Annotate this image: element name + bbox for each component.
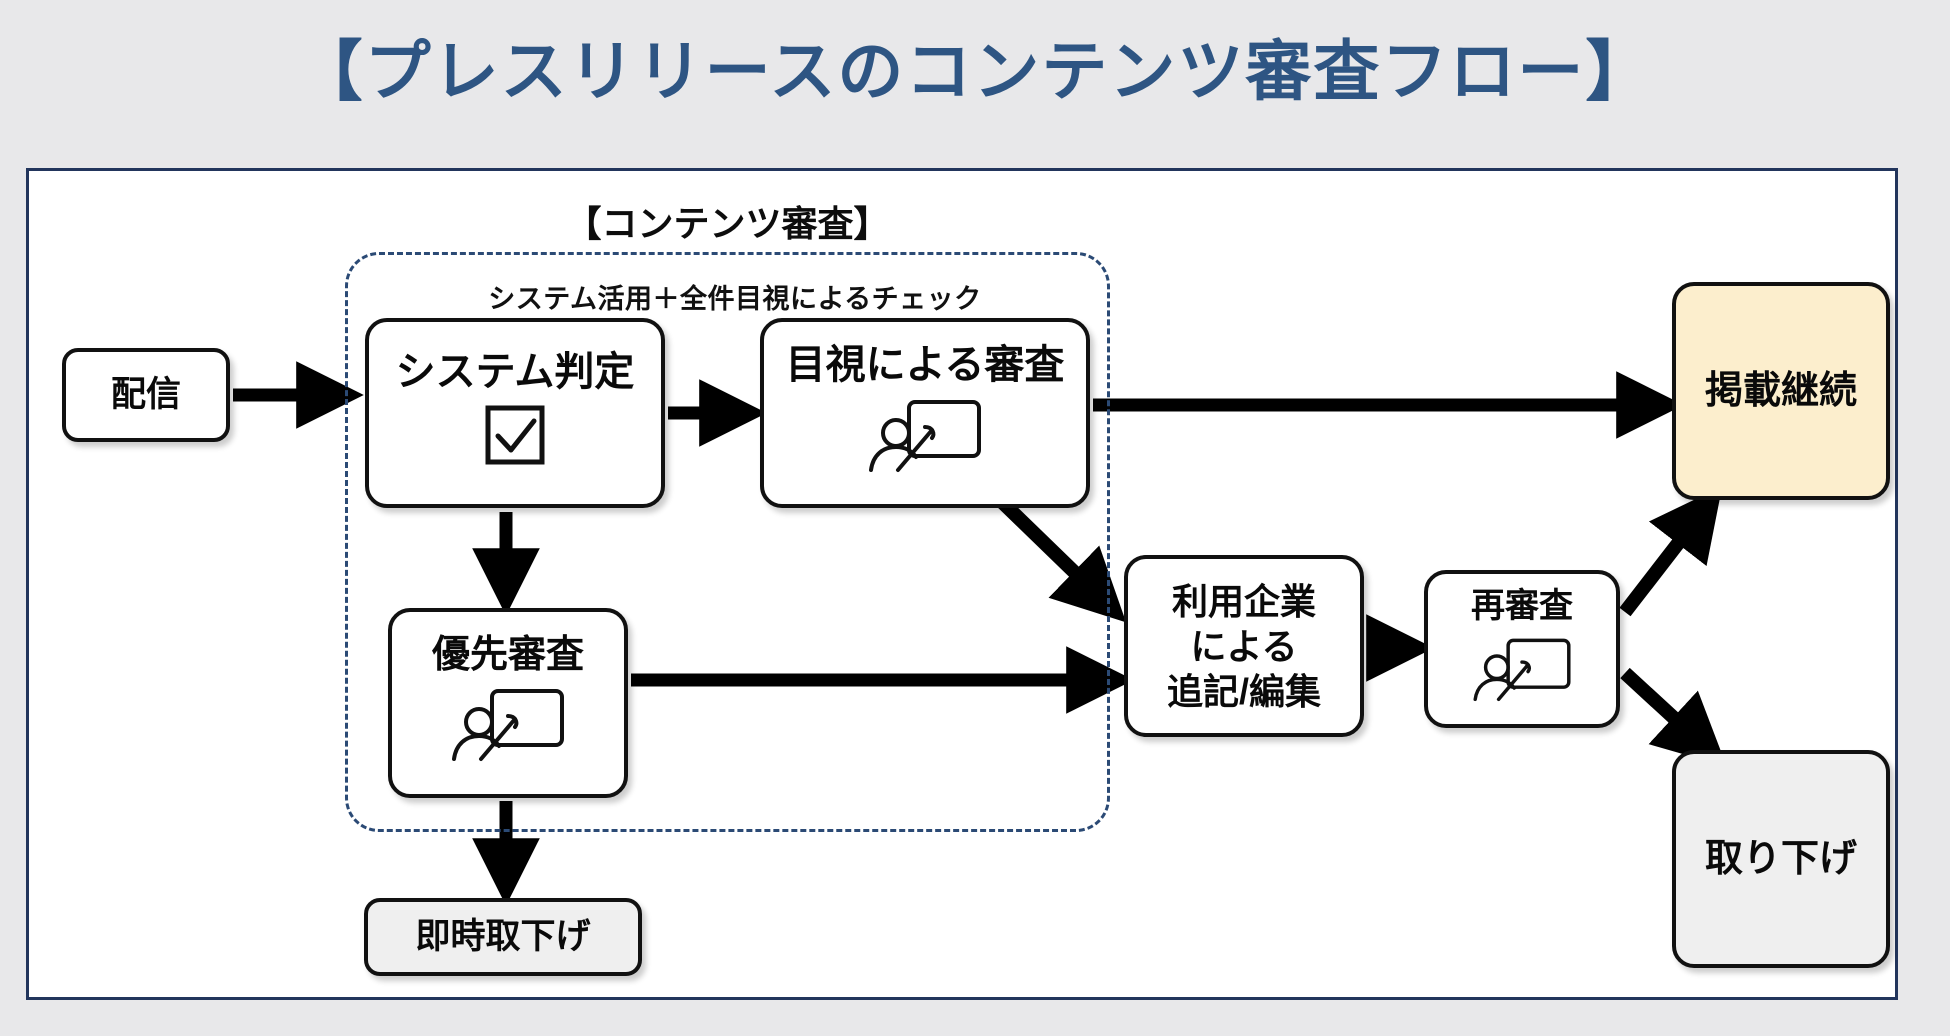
- node-immediate-takedown[interactable]: 即時取下げ: [364, 898, 642, 976]
- person-at-screen-icon: [1470, 636, 1574, 711]
- node-haishin-label: 配信: [110, 375, 181, 415]
- node-client-edit[interactable]: 利用企業 による 追記/編集: [1124, 555, 1364, 737]
- node-system-judgement-label: システム判定: [395, 349, 635, 394]
- node-re-review-label: 再審査: [1471, 587, 1573, 626]
- content-review-group: [345, 252, 1110, 832]
- node-continue-publication-label: 掲載継続: [1704, 369, 1857, 412]
- node-continue-publication[interactable]: 掲載継続: [1672, 282, 1890, 500]
- content-review-group-label: 【コンテンツ審査】: [565, 203, 890, 244]
- node-client-edit-label: 利用企業 による 追記/編集: [1166, 580, 1321, 712]
- node-visual-review[interactable]: 目視による審査: [760, 318, 1090, 508]
- node-system-judgement[interactable]: システム判定: [365, 318, 665, 508]
- person-at-screen-icon: [448, 686, 568, 772]
- node-re-review[interactable]: 再審査: [1424, 570, 1620, 728]
- person-at-screen-icon: [865, 397, 985, 483]
- page-title: 【プレスリリースのコンテンツ審査フロー】: [296, 34, 1654, 108]
- content-review-group-subtitle: システム活用＋全件目視によるチェック: [488, 284, 982, 314]
- node-priority-review[interactable]: 優先審査: [388, 608, 628, 798]
- node-visual-review-label: 目視による審査: [785, 342, 1065, 387]
- node-takedown[interactable]: 取り下げ: [1672, 750, 1890, 968]
- node-priority-review-label: 優先審査: [431, 633, 584, 676]
- checkbox-check-icon: [484, 404, 546, 476]
- node-immediate-takedown-label: 即時取下げ: [415, 917, 591, 957]
- node-haishin[interactable]: 配信: [62, 348, 230, 442]
- node-takedown-label: 取り下げ: [1704, 837, 1857, 880]
